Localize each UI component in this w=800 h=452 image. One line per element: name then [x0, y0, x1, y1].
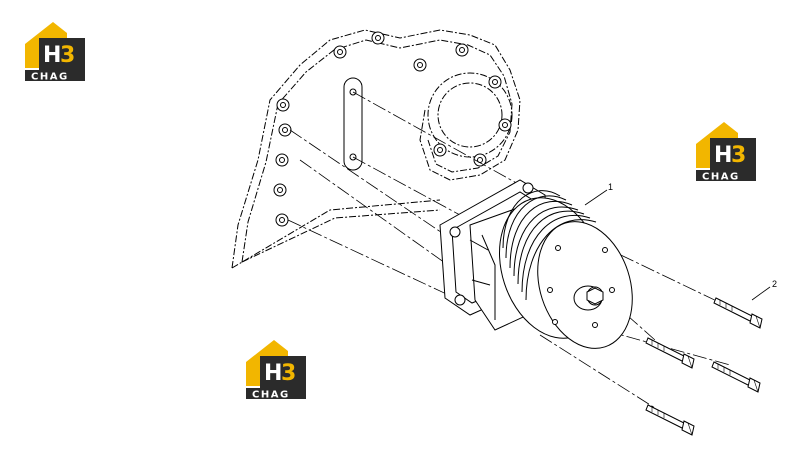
brand-logo-icon	[25, 22, 85, 83]
callout-1: 1	[608, 182, 613, 192]
bolt-icon	[711, 361, 761, 393]
callout-2: 2	[772, 279, 777, 289]
water-pump-part-icon	[439, 179, 633, 349]
bolt-icon	[645, 404, 695, 436]
bolt-icon	[713, 297, 763, 329]
brand-logo-icon	[246, 340, 306, 401]
callout-leaders	[584, 189, 771, 301]
bolt-icon	[645, 337, 695, 369]
cover-bosses	[273, 31, 512, 227]
brand-logo-icon	[696, 122, 756, 183]
mounting-plate	[343, 77, 363, 171]
